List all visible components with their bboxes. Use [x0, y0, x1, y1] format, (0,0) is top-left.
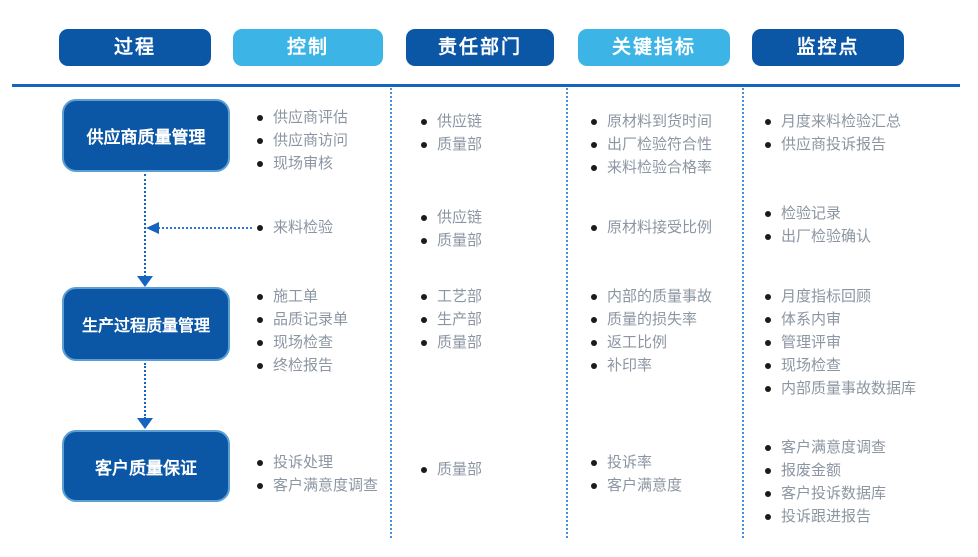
list-item: 管理评审 — [764, 331, 916, 354]
list-item: 投诉跟进报告 — [764, 505, 886, 528]
connector-line-production-to-customer — [144, 363, 146, 419]
list-item: 供应商投诉报告 — [764, 133, 901, 156]
control-list-row4: 投诉处理 客户满意度调查 — [256, 451, 378, 497]
column-separator-department-indicators — [566, 88, 568, 538]
list-item: 检验记录 — [764, 202, 871, 225]
monitoring-list-row4: 客户满意度调查 报废金额 客户投诉数据库 投诉跟进报告 — [764, 436, 886, 528]
list-item: 质量部 — [420, 229, 482, 252]
list-item: 客户满意度调查 — [256, 474, 378, 497]
header-pill-process: 过程 — [59, 29, 211, 66]
column-separator-indicators-monitoring — [742, 88, 744, 538]
list-item: 质量部 — [420, 331, 482, 354]
header-divider-line — [12, 84, 960, 87]
control-list-row2: 来料检验 — [256, 216, 333, 239]
monitoring-list-row3: 月度指标回顾 体系内审 管理评审 现场检查 内部质量事故数据库 — [764, 285, 916, 400]
header-pill-monitoring: 监控点 — [752, 29, 904, 66]
list-item: 出厂检验确认 — [764, 225, 871, 248]
list-item: 内部的质量事故 — [590, 285, 712, 308]
list-item: 生产部 — [420, 308, 482, 331]
list-item: 工艺部 — [420, 285, 482, 308]
list-item: 原材料到货时间 — [590, 110, 712, 133]
list-item: 客户满意度 — [590, 474, 682, 497]
list-item: 投诉处理 — [256, 451, 378, 474]
monitoring-list-row2: 检验记录 出厂检验确认 — [764, 202, 871, 248]
list-item: 月度指标回顾 — [764, 285, 916, 308]
list-item: 供应链 — [420, 110, 482, 133]
indicators-list-row4: 投诉率 客户满意度 — [590, 451, 682, 497]
list-item: 报废金额 — [764, 459, 886, 482]
arrow-down-icon — [137, 418, 153, 429]
list-item: 终检报告 — [256, 354, 348, 377]
process-box-supplier-quality: 供应商质量管理 — [62, 99, 230, 172]
list-item: 出厂检验符合性 — [590, 133, 712, 156]
list-item: 投诉率 — [590, 451, 682, 474]
list-item: 现场检查 — [764, 354, 916, 377]
list-item: 品质记录单 — [256, 308, 348, 331]
process-box-customer-quality: 客户质量保证 — [62, 430, 230, 502]
list-item: 质量部 — [420, 133, 482, 156]
list-item: 客户投诉数据库 — [764, 482, 886, 505]
monitoring-list-row1: 月度来料检验汇总 供应商投诉报告 — [764, 110, 901, 156]
header-pill-department: 责任部门 — [406, 29, 554, 66]
list-item: 返工比例 — [590, 331, 712, 354]
list-item: 施工单 — [256, 285, 348, 308]
arrow-down-icon — [137, 276, 153, 287]
indicators-list-row2: 原材料接受比例 — [590, 216, 712, 239]
indicators-list-row1: 原材料到货时间 出厂检验符合性 来料检验合格率 — [590, 110, 712, 179]
column-separator-control-department — [390, 88, 392, 538]
list-item: 月度来料检验汇总 — [764, 110, 901, 133]
process-box-production-quality: 生产过程质量管理 — [62, 287, 230, 361]
connector-line-supplier-to-production — [144, 174, 146, 277]
connector-line-incoming-inspection — [158, 227, 252, 229]
control-list-row3: 施工单 品质记录单 现场检查 终检报告 — [256, 285, 348, 377]
list-item: 现场审核 — [256, 152, 348, 175]
list-item: 内部质量事故数据库 — [764, 377, 916, 400]
list-item: 供应商访问 — [256, 129, 348, 152]
list-item: 供应商评估 — [256, 106, 348, 129]
list-item: 补印率 — [590, 354, 712, 377]
list-item: 质量的损失率 — [590, 308, 712, 331]
header-pill-indicators: 关键指标 — [578, 29, 730, 66]
list-item: 质量部 — [420, 458, 482, 481]
list-item: 体系内审 — [764, 308, 916, 331]
list-item: 来料检验 — [256, 216, 333, 239]
list-item: 供应链 — [420, 206, 482, 229]
indicators-list-row3: 内部的质量事故 质量的损失率 返工比例 补印率 — [590, 285, 712, 377]
list-item: 现场检查 — [256, 331, 348, 354]
header-pill-control: 控制 — [233, 29, 383, 66]
control-list-row1: 供应商评估 供应商访问 现场审核 — [256, 106, 348, 175]
department-list-row2: 供应链 质量部 — [420, 206, 482, 252]
list-item: 客户满意度调查 — [764, 436, 886, 459]
department-list-row4: 质量部 — [420, 458, 482, 481]
department-list-row3: 工艺部 生产部 质量部 — [420, 285, 482, 354]
list-item: 原材料接受比例 — [590, 216, 712, 239]
list-item: 来料检验合格率 — [590, 156, 712, 179]
department-list-row1: 供应链 质量部 — [420, 110, 482, 156]
arrow-left-icon — [146, 222, 159, 234]
